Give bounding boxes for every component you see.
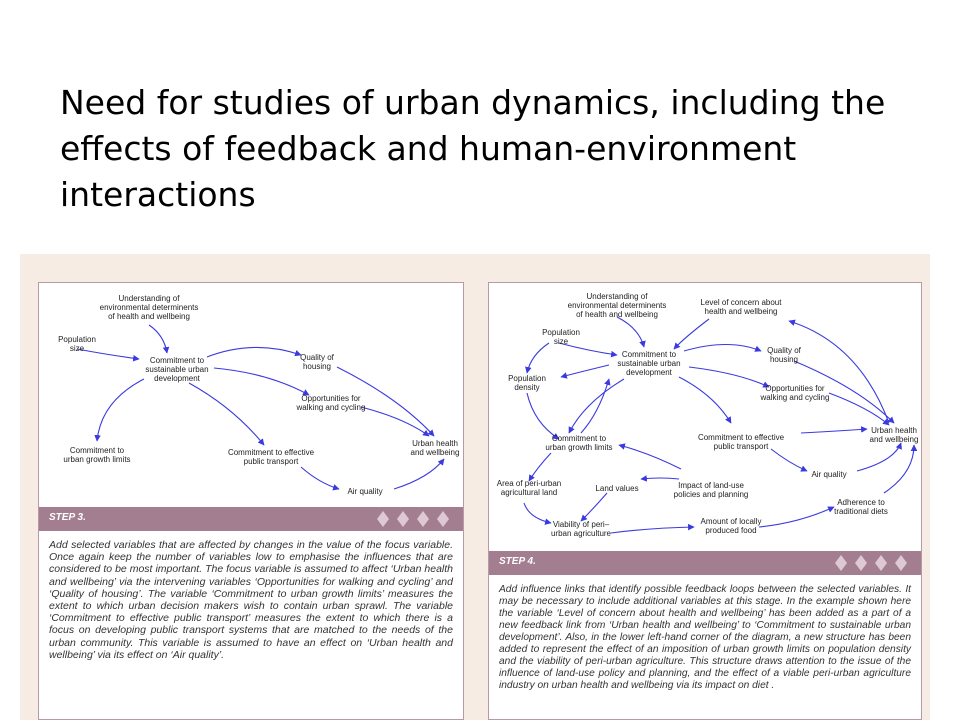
link-housing-health — [793, 360, 895, 424]
link-housing-health — [336, 366, 435, 437]
link-viability-food — [610, 523, 695, 534]
link-commitment-opportunities — [213, 367, 310, 396]
link-air-health — [393, 458, 445, 490]
link-adherence-health — [883, 444, 918, 494]
link-transport-air — [300, 466, 340, 491]
link-growth-commitment — [580, 378, 611, 434]
step3-bar: STEP 3. — [39, 507, 463, 531]
node-air-quality: Air quality — [347, 487, 382, 496]
link-commitment-housing — [206, 346, 302, 358]
step4-bar: STEP 4. — [489, 551, 921, 575]
link-landvalues-viability — [580, 492, 608, 522]
link-commitment-opportunities — [688, 366, 770, 388]
link-commitment-growth — [568, 378, 625, 434]
link-commitment-density — [560, 364, 610, 379]
link-food-adherence — [758, 506, 835, 528]
link-growth-area — [528, 452, 552, 482]
step3-description: Add selected variables that are affected… — [49, 539, 453, 661]
step3-label: STEP 3. — [49, 512, 86, 523]
link-understanding-commitment — [616, 316, 646, 348]
link-concern-commitment — [673, 318, 710, 350]
link-transport-health — [800, 426, 868, 434]
link-commitment-transport — [678, 376, 732, 424]
link-density-growth — [526, 392, 560, 440]
link-landuse-growth — [618, 443, 682, 470]
step4-label: STEP 4. — [499, 556, 536, 567]
link-commitment-housing — [683, 344, 762, 352]
link-population-commitment — [76, 348, 140, 362]
link-population-density — [525, 342, 550, 374]
node-viability: Viability of peri–urban agriculture — [551, 520, 612, 538]
link-health-concern — [788, 319, 890, 424]
link-population-commitment — [558, 342, 618, 358]
link-air-health — [856, 442, 902, 472]
ornament-pattern-icon — [835, 555, 907, 571]
link-transport-air — [770, 448, 808, 472]
link-opportunities-health — [828, 392, 890, 426]
link-commitment-growth — [94, 378, 145, 442]
link-commitment-transport — [188, 382, 265, 446]
node-air-quality: Air quality — [811, 470, 846, 479]
link-landuse-landvalues — [640, 475, 680, 482]
step4-description: Add influence links that identify possib… — [499, 584, 911, 691]
node-land-values: Land values — [595, 484, 638, 493]
link-opportunities-health — [360, 406, 430, 437]
slide-title: Need for studies of urban dynamics, incl… — [60, 83, 886, 214]
ornament-pattern-icon — [377, 511, 449, 527]
link-area-viability — [523, 502, 552, 525]
link-understanding-commitment — [148, 324, 170, 354]
